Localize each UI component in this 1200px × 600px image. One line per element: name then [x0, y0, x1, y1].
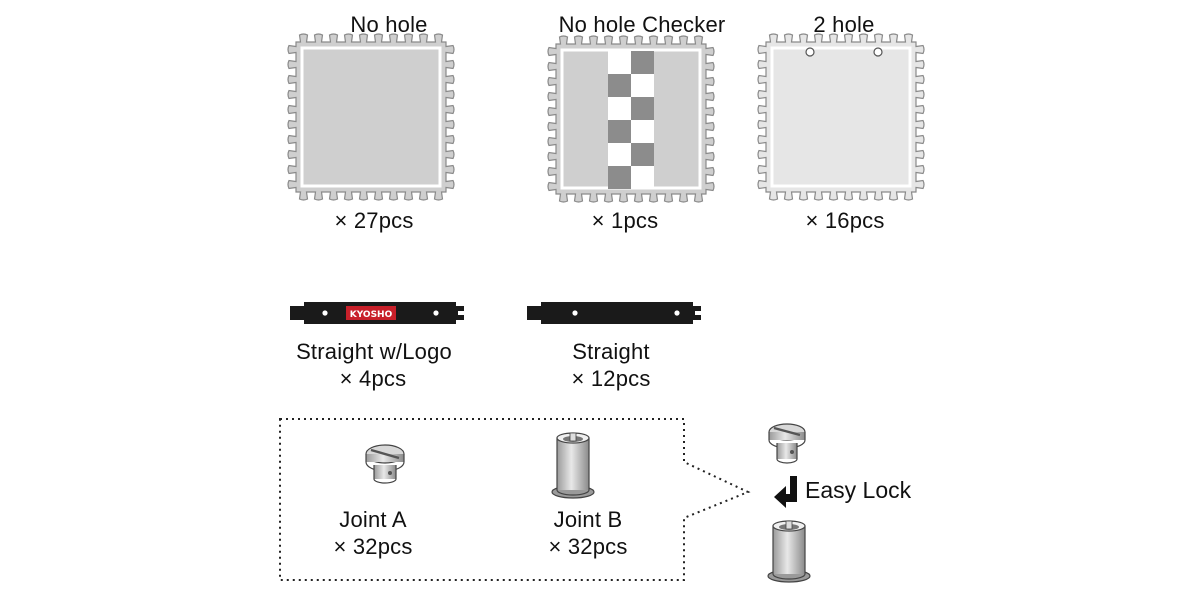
joint-b-name: Joint B [553, 507, 623, 532]
checker-square [631, 97, 654, 120]
border-qty-plain: × 12pcs [571, 366, 651, 391]
checker-square [608, 97, 631, 120]
tile-qty-two-hole: × 16pcs [805, 208, 885, 233]
tile-name-no-hole-checker: No hole Checker [558, 12, 726, 37]
tile-no-hole-checker [547, 35, 715, 203]
tile-hole [805, 47, 815, 57]
checker-square [608, 51, 631, 74]
tile-name-no-hole: No hole [350, 12, 428, 37]
easy-lock-arrow-icon [774, 476, 797, 508]
border-name-with-logo: Straight w/Logo [296, 339, 452, 364]
joint-a-icon [365, 444, 405, 484]
checker-square [631, 74, 654, 97]
border-strip-with-logo: KYOSHO [290, 302, 464, 324]
checker-square [608, 166, 631, 189]
joint-a-qty: × 32pcs [333, 534, 413, 559]
easy-lock-joint-a-icon [768, 423, 806, 464]
tile-hole [873, 47, 883, 57]
checker-square [608, 120, 631, 143]
border-strip-plain [527, 302, 701, 324]
checker-square [608, 74, 631, 97]
tile-body [287, 33, 455, 201]
tile-body [757, 33, 925, 201]
tile-no-hole [287, 33, 455, 201]
svg-text:KYOSHO: KYOSHO [350, 310, 393, 320]
joints-callout-box [279, 418, 751, 581]
joint-b-qty: × 32pcs [548, 534, 628, 559]
kyosho-logo [346, 306, 396, 320]
easy-lock-joint-b-icon [767, 520, 811, 583]
tile-two-hole [757, 33, 925, 201]
joint-b-icon [551, 432, 595, 499]
border-qty-with-logo: × 4pcs [339, 366, 407, 391]
checker-square [631, 120, 654, 143]
tile-inner-rim [770, 46, 912, 188]
tile-inner-rim [300, 46, 442, 188]
tile-qty-no-hole-checker: × 1pcs [591, 208, 659, 233]
checker-square [631, 143, 654, 166]
checker-square [631, 166, 654, 189]
easy-lock-label: Easy Lock [805, 477, 912, 503]
checker-square [631, 51, 654, 74]
tile-name-two-hole: 2 hole [813, 12, 875, 37]
tile-qty-no-hole: × 27pcs [334, 208, 414, 233]
checker-square [608, 143, 631, 166]
joint-a-name: Joint A [339, 507, 407, 532]
border-name-plain: Straight [572, 339, 650, 364]
